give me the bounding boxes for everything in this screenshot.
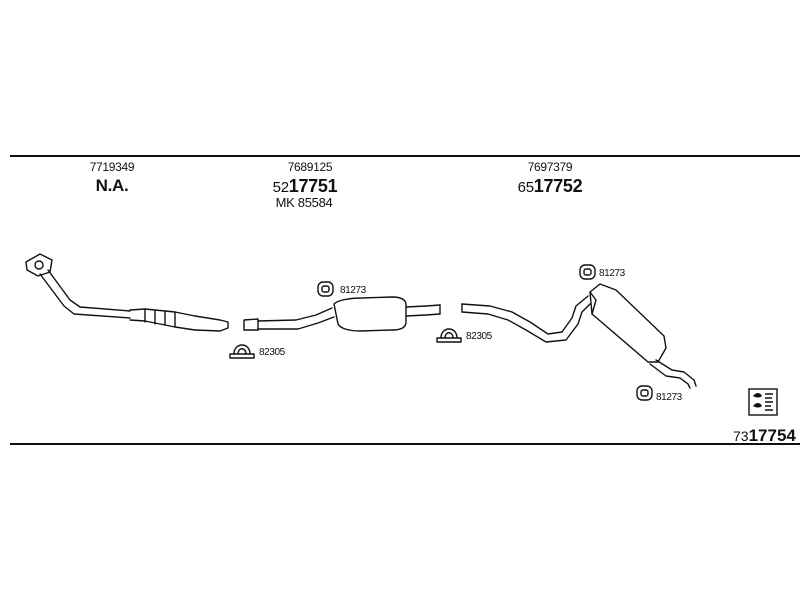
rubber-hanger-icon	[636, 385, 653, 401]
section-3-part-number: 7697379	[527, 160, 573, 174]
bottom-divider	[10, 443, 800, 445]
instruction-sheet-icon	[748, 388, 778, 416]
middle-muffler-assembly	[243, 296, 441, 332]
set-number-prefix: 73	[733, 428, 749, 444]
fitting-code-hanger-2: 81273	[599, 268, 625, 279]
section-2-part-number: 7689125	[287, 160, 333, 174]
section-1-part-number: 7719349	[89, 160, 135, 174]
section-2-extra: MK 85584	[275, 195, 333, 210]
section-2-code-suffix: 17751	[288, 176, 338, 196]
exhaust-set-number: 7317754	[733, 426, 796, 446]
rubber-hanger-icon	[317, 281, 334, 297]
section-1-code: N.A.	[95, 176, 129, 195]
top-divider	[10, 155, 800, 157]
fitting-code-hanger-1: 81273	[340, 285, 366, 296]
front-pipe	[25, 253, 229, 332]
clamp-icon	[229, 344, 255, 359]
set-number-suffix: 17754	[748, 426, 796, 445]
fitting-code-clamp-1: 82305	[259, 347, 285, 358]
section-2-code: 5217751	[273, 176, 338, 197]
rubber-hanger-icon	[579, 264, 596, 280]
clamp-icon	[436, 328, 462, 343]
fitting-code-clamp-2: 82305	[466, 331, 492, 342]
fitting-code-hanger-3: 81273	[656, 392, 682, 403]
rear-silencer-assembly	[461, 283, 697, 389]
section-3-code: 6517752	[518, 176, 583, 197]
section-3-code-suffix: 17752	[533, 176, 583, 196]
section-2-code-prefix: 52	[272, 179, 289, 196]
section-3-code-prefix: 65	[517, 179, 534, 196]
